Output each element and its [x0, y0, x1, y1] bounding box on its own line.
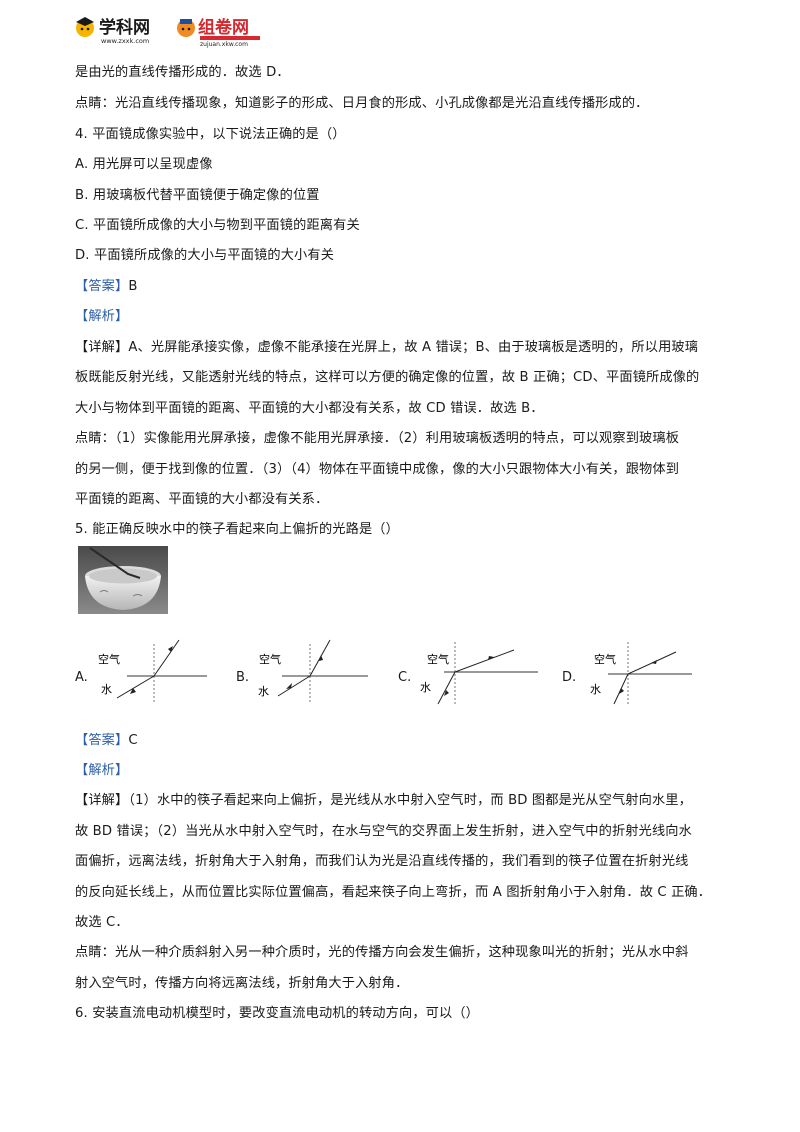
- svg-text:空气: 空气: [594, 652, 616, 666]
- answer-tag: 【答案】: [75, 279, 129, 294]
- xuekewang-logo: 学科网 www.zxxk.com: [76, 17, 150, 45]
- q4-option-d: D. 平面镜所成像的大小与平面镜的大小有关: [75, 248, 335, 263]
- svg-text:水: 水: [258, 685, 269, 698]
- svg-text:水: 水: [420, 681, 431, 694]
- q5-option-d: D. 空气 水: [562, 638, 692, 708]
- option-label: D.: [562, 670, 577, 685]
- q4-analysis-tag: 【解析】: [75, 309, 129, 324]
- q4-answer: 【答案】B: [75, 278, 138, 296]
- detail-text: （1）水中的筷子看起来向上偏折，是光线从水中射入空气时，而 BD 图都是光从空气…: [128, 793, 692, 808]
- question-4: 4. 平面镜成像实验中，以下说法正确的是（）: [75, 127, 346, 142]
- question-5: 5. 能正确反映水中的筷子看起来向上偏折的光路是（）: [75, 522, 399, 537]
- q5-option-b: B. 空气 水: [236, 638, 368, 708]
- q5-analysis-tag: 【解析】: [75, 763, 129, 778]
- option-label: A.: [75, 670, 88, 685]
- q5-detail-3: 面偏折，远离法线，折射角大于入射角，而我们认为光是沿直线传播的，我们看到的筷子位…: [75, 854, 689, 869]
- q4-note-3: 平面镜的距离、平面镜的大小都没有关系．: [75, 492, 329, 507]
- q4-option-a: A. 用光屏可以呈现虚像: [75, 157, 213, 172]
- detail-text: A、光屏能承接实像，虚像不能承接在光屏上，故 A 错误；B、由于玻璃板是透明的，…: [128, 340, 699, 355]
- q5-option-a: A. 空气 水: [75, 638, 207, 708]
- svg-text:空气: 空气: [98, 652, 120, 666]
- svg-text:水: 水: [590, 683, 601, 696]
- q5-detail-4: 的反向延长线上，从而位置比实际位置偏高，看起来筷子向上弯折，而 A 图折射角小于…: [75, 885, 712, 900]
- q5-detail-2: 故 BD 错误；（2）当光从水中射入空气时，在水与空气的交界面上发生折射，进入空…: [75, 824, 692, 839]
- text-line: 点睛：光沿直线传播现象，知道影子的形成、日月食的形成、小孔成像都是光沿直线传播形…: [75, 96, 649, 111]
- answer-value: C: [128, 733, 138, 748]
- svg-text:空气: 空气: [427, 652, 449, 666]
- q5-answer: 【答案】C: [75, 732, 138, 750]
- detail-tag: 【详解】: [75, 793, 129, 808]
- q4-detail-2: 板既能反射光线，又能透射光线的特点，这样可以方便的确定像的位置，故 B 正确；C…: [75, 370, 700, 385]
- svg-text:zujuan.xkw.com: zujuan.xkw.com: [200, 41, 248, 48]
- zujuanwang-logo: 组卷网 zujuan.xkw.com: [177, 17, 260, 48]
- q5-note-2: 射入空气时，传播方向将远离法线，折射角大于入射角．: [75, 976, 409, 991]
- answer-value: B: [128, 279, 138, 294]
- q4-note-2: 的另一侧，便于找到像的位置．（3）（4）物体在平面镜中成像，像的大小只跟物体大小…: [75, 462, 680, 477]
- header-logos: 学科网 www.zxxk.com 组卷网 zujuan.xkw.com: [72, 8, 372, 48]
- q4-option-c: C. 平面镜所成像的大小与物到平面镜的距离有关: [75, 218, 360, 233]
- refraction-diagram-d: 空气 水: [590, 642, 692, 705]
- q4-detail-3: 大小与物体到平面镜的距离、平面镜的大小都没有关系，故 CD 错误．故选 B．: [75, 401, 544, 416]
- answer-tag: 【答案】: [75, 733, 129, 748]
- bowl-chopsticks-photo: [78, 546, 168, 614]
- refraction-diagram-b: 空气 水: [258, 639, 368, 704]
- svg-text:www.zxxk.com: www.zxxk.com: [101, 37, 149, 45]
- q5-detail-5: 故选 C．: [75, 915, 129, 930]
- question-6: 6. 安装直流电动机模型时，要改变直流电动机的转动方向，可以（）: [75, 1006, 480, 1021]
- q5-detail-1: 【详解】（1）水中的筷子看起来向上偏折，是光线从水中射入空气时，而 BD 图都是…: [75, 792, 692, 810]
- svg-text:学科网: 学科网: [99, 17, 150, 38]
- refraction-diagram-a: 空气 水: [98, 639, 207, 704]
- q4-option-b: B. 用玻璃板代替平面镜便于确定像的位置: [75, 188, 320, 203]
- q4-note-1: 点睛：（1）实像能用光屏承接，虚像不能用光屏承接．（2）利用玻璃板透明的特点，可…: [75, 431, 680, 446]
- q5-option-c: C. 空气 水: [398, 638, 538, 708]
- svg-text:水: 水: [101, 683, 112, 696]
- detail-tag: 【详解】: [75, 340, 129, 355]
- refraction-diagram-c: 空气 水: [420, 642, 538, 705]
- svg-text:空气: 空气: [259, 652, 281, 666]
- text-line: 是由光的直线传播形成的．故选 D．: [75, 65, 290, 80]
- svg-text:组卷网: 组卷网: [198, 17, 249, 38]
- q5-note-1: 点睛：光从一种介质斜射入另一种介质时，光的传播方向会发生偏折，这种现象叫光的折射…: [75, 945, 689, 960]
- q4-detail-1: 【详解】A、光屏能承接实像，虚像不能承接在光屏上，故 A 错误；B、由于玻璃板是…: [75, 339, 698, 357]
- option-label: B.: [236, 670, 250, 685]
- option-label: C.: [398, 670, 412, 685]
